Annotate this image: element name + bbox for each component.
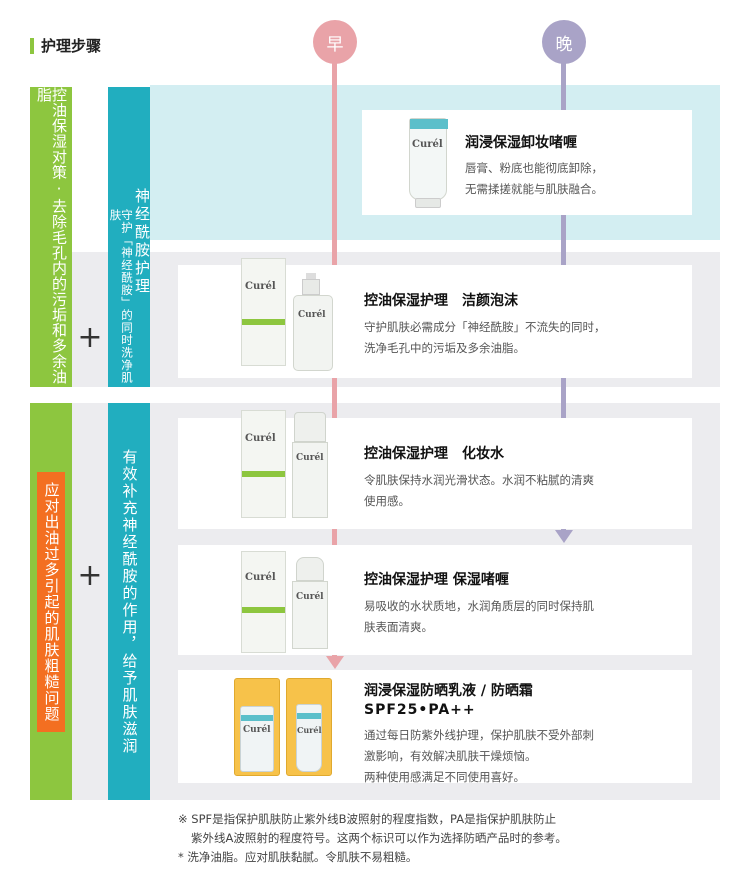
section2-outer-label: 应对出油过多引起的肌肤粗糙问题 (30, 403, 72, 800)
product-desc: 令肌肤保持水润光滑状态。水润不粘腻的清爽 使用感。 (364, 473, 594, 508)
product-spf: SPF25•PA++ (364, 702, 476, 718)
section2-inner-label: 有效补充神经酰胺的作用，给予肌肤滋润 (108, 403, 150, 800)
morning-arrow-icon (326, 656, 344, 669)
brand-logo: Curél (412, 139, 443, 150)
product-title: 控油保湿护理 洁颜泡沫 (364, 293, 518, 309)
product-card-cleansing-gel[interactable]: Curél 润浸保湿卸妆啫喱 唇膏、粉底也能彻底卸除， 无需揉搓就能与肌肤融合。 (362, 110, 692, 215)
gel-box-image: Curél (241, 551, 286, 653)
product-desc: 易吸收的水状质地，水润角质层的同时保持肌 肤表面清爽。 (364, 599, 594, 634)
section2-inner-label-text: 有效补充神经酰胺的作用，给予肌肤滋润 (120, 448, 139, 755)
section1-outer-label-text: 控油保湿对策·去除毛孔内的污垢和多余油脂 (35, 87, 68, 385)
footnote-1: ※ SPF是指保护肌肤防止紫外线B波照射的程度指数，PA是指保护肌肤防止 (178, 812, 557, 826)
product-desc: 守护肌肤必需成分「神经酰胺」不流失的同时， 洗净毛孔中的污垢及多余油脂。 (364, 320, 606, 355)
product-title: 控油保湿护理 化妆水 (364, 446, 504, 462)
product-title: 控油保湿护理 保湿啫喱 (364, 572, 509, 588)
product-card-toner[interactable]: Curél Curél 控油保湿护理 化妆水 令肌肤保持水润光滑状态。水润不粘腻… (178, 410, 692, 529)
section1-inner-label: 神经酰胺护理 守护「神经酰胺」的同时洗净肌肤 (108, 87, 151, 387)
tube-cap (415, 198, 441, 208)
product-card-sunscreen[interactable]: Curél Curél 润浸保湿防晒乳液 / 防晒霜 SPF25•PA++ 通过… (178, 670, 692, 784)
tube-shape: Curél (409, 118, 448, 200)
cleansing-gel-image: Curél (407, 118, 449, 208)
evening-arrow-icon (555, 530, 573, 543)
section1-plus: + (77, 320, 103, 355)
sunscreen-cream-image: Curél (286, 678, 332, 778)
product-desc: 唇膏、粉底也能彻底卸除， 无需揉搓就能与肌肤融合。 (465, 161, 603, 196)
toner-bottle-image: Curél (290, 412, 330, 520)
toner-box-image: Curél (241, 410, 286, 518)
product-card-foam-wash[interactable]: Curél Curél 控油保湿护理 洁颜泡沫 守护肌肤必需成分「神经酰胺」不流… (178, 258, 692, 378)
product-card-moisture-gel[interactable]: Curél Curél 控油保湿护理 保湿啫喱 易吸收的水状质地，水润角质层的同… (178, 545, 692, 655)
section1-inner-sub: 守护「神经酰胺」的同时洗净肌肤 (108, 209, 135, 384)
footnote-2: 紫外线A波照射的程度符号。这两个标识可以作为选择防晒产品时的参考。 (191, 831, 567, 845)
section2-outer-label-text: 应对出油过多引起的肌肤粗糙问题 (42, 481, 61, 722)
product-title: 润浸保湿卸妆啫喱 (465, 135, 577, 151)
product-desc: 通过每日防紫外线护理，保护肌肤不受外部刺 激影响，有效解决肌肤干燥烦恼。 两种使… (364, 728, 594, 784)
footnote-3: * 洗净油脂。应对肌肤黏腻。令肌肤不易粗糙。 (178, 850, 418, 864)
morning-circle: 早 (313, 20, 357, 64)
product-title: 润浸保湿防晒乳液 / 防晒霜 (364, 683, 533, 699)
section2-plus: + (77, 558, 103, 593)
page-title: 护理步骤 (41, 37, 102, 55)
foam-bottle-image: Curél (288, 273, 338, 373)
section1-outer-label: 控油保湿对策·去除毛孔内的污垢和多余油脂 (30, 87, 72, 387)
gel-bottle-image: Curél (290, 557, 330, 649)
foam-box-image: Curél (241, 258, 286, 366)
evening-circle: 晚 (542, 20, 586, 64)
section2-outer-label-box: 应对出油过多引起的肌肤粗糙问题 (37, 471, 65, 732)
sunscreen-milk-image: Curél (234, 678, 280, 778)
header-accent-bar (30, 38, 34, 54)
section1-inner-main: 神经酰胺护理 (133, 188, 151, 296)
